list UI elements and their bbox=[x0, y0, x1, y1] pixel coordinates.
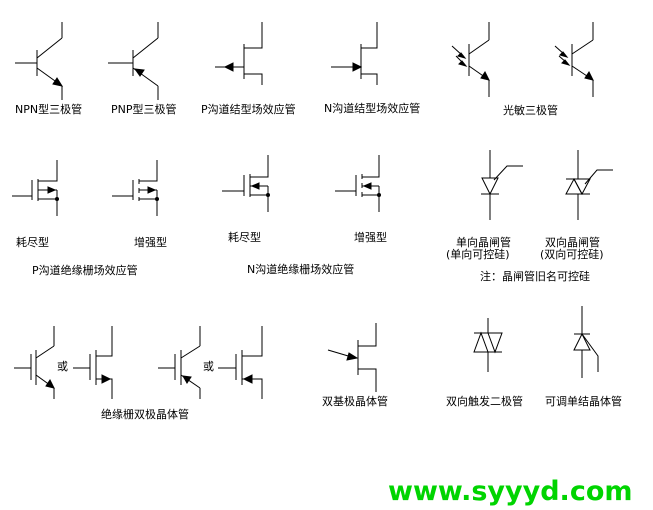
igbt-symbol-3 bbox=[158, 326, 201, 399]
ujt-symbol bbox=[327, 323, 377, 392]
label-triac: 双向晶闸管 bbox=[545, 236, 600, 249]
label-p-mosfet-group: P沟道绝缘栅场效应管 bbox=[32, 264, 138, 277]
igbt-symbol-1 bbox=[14, 326, 55, 399]
p-mosfet-depletion-symbol bbox=[12, 160, 59, 216]
p-channel-jfet-symbol bbox=[215, 22, 263, 85]
site-watermark: www.syyyd.com bbox=[388, 476, 633, 507]
phototransistor-symbol-1 bbox=[451, 22, 490, 97]
igbt-symbol-4 bbox=[218, 326, 263, 399]
label-npn: NPN型三极管 bbox=[15, 103, 83, 116]
label-diac: 双向触发二极管 bbox=[446, 395, 523, 408]
pnp-transistor-symbol bbox=[108, 22, 159, 100]
label-n-enhancement: 增强型 bbox=[354, 231, 387, 244]
phototransistor-symbol-2 bbox=[554, 22, 594, 97]
label-photo: 光敏三极管 bbox=[503, 104, 558, 117]
label-p-jfet: P沟道结型场效应管 bbox=[201, 103, 296, 116]
n-mosfet-depletion-symbol bbox=[222, 155, 270, 212]
label-ujt: 双基极晶体管 bbox=[322, 395, 388, 408]
p-mosfet-enhancement-symbol bbox=[112, 160, 159, 216]
label-or-1: 或 bbox=[57, 360, 68, 373]
label-pnp: PNP型三极管 bbox=[111, 103, 177, 116]
label-n-depletion: 耗尽型 bbox=[228, 231, 261, 244]
diac-symbol bbox=[473, 318, 503, 372]
scr-symbol bbox=[481, 150, 523, 220]
label-put: 可调单结晶体管 bbox=[545, 395, 622, 408]
n-channel-jfet-symbol bbox=[331, 22, 378, 85]
label-n-mosfet-group: N沟道绝缘栅场效应管 bbox=[247, 263, 355, 276]
label-igbt: 绝缘栅双极晶体管 bbox=[101, 408, 189, 421]
label-p-enhancement: 增强型 bbox=[134, 236, 167, 249]
npn-transistor-symbol bbox=[15, 22, 64, 100]
triac-symbol bbox=[565, 150, 613, 220]
label-triac-alt: (双向可控硅) bbox=[540, 248, 604, 261]
put-symbol bbox=[573, 306, 599, 378]
label-or-2: 或 bbox=[203, 360, 214, 373]
igbt-symbol-2 bbox=[73, 326, 113, 399]
label-scr: 单向晶闸管 bbox=[456, 236, 511, 249]
label-scr-alt: (单向可控硅) bbox=[446, 248, 510, 261]
label-n-jfet: N沟道结型场效应管 bbox=[324, 102, 421, 115]
n-mosfet-enhancement-symbol bbox=[335, 155, 381, 212]
label-thyristor-note: 注：晶闸管旧名可控硅 bbox=[480, 270, 590, 283]
label-p-depletion: 耗尽型 bbox=[16, 236, 49, 249]
